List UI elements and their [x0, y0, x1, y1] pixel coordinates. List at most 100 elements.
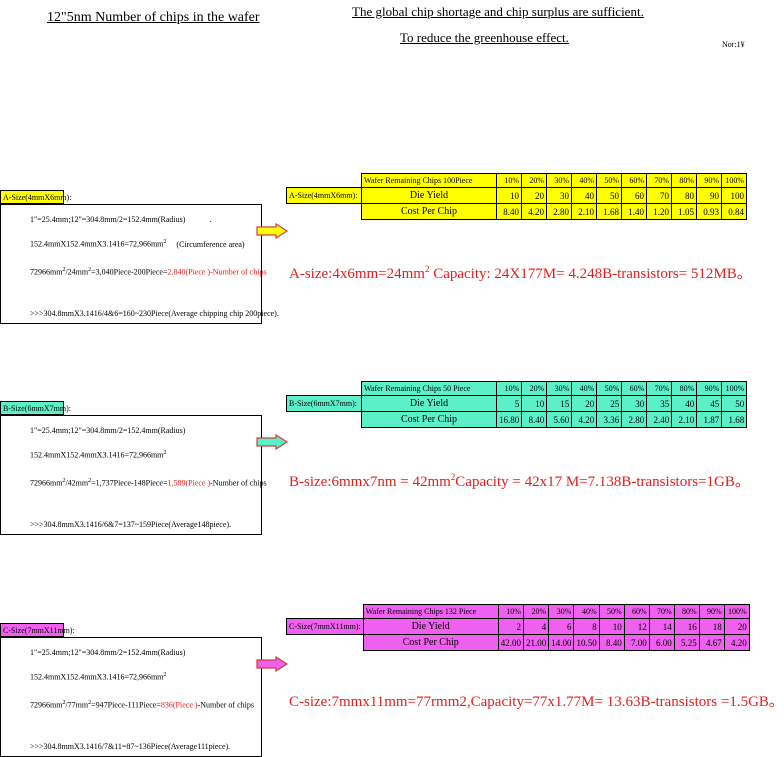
cost-per-chip-label: Cost Per Chip [361, 203, 497, 220]
subtitle-line1: The global chip shortage and chip surplu… [352, 4, 644, 19]
yield-cell: 100 [721, 187, 747, 204]
die-yield-label: Die Yield [361, 395, 497, 412]
percent-cell: 40% [571, 173, 597, 188]
cost-cell: 2.80 [621, 411, 648, 428]
cost-cell: 7.00 [623, 634, 650, 651]
cost-cell: 5.60 [546, 411, 573, 428]
cost-per-chip-label: Cost Per Chip [362, 634, 499, 651]
percent-cell: 50% [598, 604, 625, 619]
size-label-a: A-Size(4mmX6mm): [0, 190, 71, 204]
percent-cell: 50% [596, 173, 622, 188]
percent-cell: 50% [596, 381, 623, 396]
yield-cell: 10 [521, 395, 548, 412]
cost-cell: 0.84 [721, 203, 747, 220]
capacity-summary-a: A-size:4x6mm=24mm2 Capacity: 24X177M= 4.… [289, 264, 752, 282]
cost-cell: 8.40 [521, 411, 548, 428]
cost-cell: 42.00 [497, 634, 524, 651]
yield-cell: 6 [548, 618, 575, 635]
yield-cell: 80 [671, 187, 697, 204]
cost-cell: 1.20 [646, 203, 672, 220]
radius-line: 1"=25.4mm;12"=304.8mm/2=152.4mm(Radius) [30, 426, 186, 435]
size-label-c: C-Size(7mmX11mm): [0, 623, 75, 637]
yield-cell: 35 [646, 395, 673, 412]
yield-cell: 45 [696, 395, 723, 412]
cost-cell: 1.40 [621, 203, 647, 220]
cost-cell: 4.20 [571, 411, 598, 428]
calculation-box-a: 1"=25.4mm;12"=304.8mm/2=152.4mm(Radius) … [0, 204, 279, 324]
yield-cell: 50 [596, 187, 622, 204]
table-size-label: A-Size(4mmX6mm): [286, 187, 362, 204]
yield-cell: 90 [696, 187, 722, 204]
yield-cell: 18 [698, 618, 725, 635]
yield-cell: 20 [571, 395, 598, 412]
capacity-summary-c: C-size:7mmx11mm=77rmm2,Capacity=77x1.77M… [289, 694, 784, 710]
percent-cell: 10% [496, 173, 522, 188]
percent-cell: 90% [696, 381, 723, 396]
percent-cell: 60% [621, 173, 647, 188]
cost-cell: 1.05 [671, 203, 697, 220]
percent-cell: 20% [521, 381, 548, 396]
yield-cell: 10 [598, 618, 625, 635]
percent-cell: 30% [548, 604, 575, 619]
percent-cell: 100% [721, 173, 747, 188]
yield-cell: 30 [546, 187, 572, 204]
table-size-label: C-Size(7mmX11mm): [286, 618, 364, 635]
capacity-summary-b: B-size:6mmx7nm = 42mm2Capacity = 42x17 M… [289, 472, 750, 490]
size-label-b: B-Size(6mmX7mm): [0, 401, 71, 415]
percent-cell: 80% [673, 604, 700, 619]
percent-cell: 60% [623, 604, 650, 619]
yield-cell: 30 [621, 395, 648, 412]
cost-cell: 21.00 [522, 634, 550, 651]
average-line: >>>304.8mmX3.1416/4&6=160~230Piece(Avera… [30, 309, 279, 318]
cost-cell: 1.87 [696, 411, 723, 428]
percent-cell: 40% [571, 381, 598, 396]
table-header: Wafer Remaining Chips 50 Piece [361, 381, 497, 396]
percent-cell: 70% [646, 173, 672, 188]
percent-cell: 90% [696, 173, 722, 188]
yield-cell: 5 [495, 395, 523, 412]
cost-per-chip-label: Cost Per Chip [361, 411, 497, 428]
percent-cell: 30% [546, 173, 572, 188]
percent-cell: 70% [648, 604, 675, 619]
cost-cell: 1.68 [721, 411, 748, 428]
page-note: Nor:1¥ [722, 40, 745, 49]
arrow-right-icon [256, 222, 289, 240]
chips-line: 72966mm2/24mm2=3,040Piece-200Piece=2,840… [30, 267, 267, 277]
arrow-right-icon [256, 655, 289, 673]
calculation-box-b: 1"=25.4mm;12"=304.8mm/2=152.4mm(Radius) … [0, 415, 267, 535]
percent-cell: 40% [573, 604, 600, 619]
die-yield-label: Die Yield [362, 618, 499, 635]
cost-cell: 5.25 [673, 634, 700, 651]
percent-cell: 80% [671, 173, 697, 188]
radius-line: 1"=25.4mm;12"=304.8mm/2=152.4mm(Radius) [30, 648, 186, 657]
cost-cell: 0.93 [696, 203, 722, 220]
yield-cell: 4 [522, 618, 550, 635]
cost-cell: 2.10 [671, 411, 698, 428]
page-title: 12"5nm Number of chips in the wafer [47, 10, 260, 25]
cost-cell: 10.50 [573, 634, 600, 651]
chips-line: 72966mm2/77mm2=947Piece-111Piece=836(Pie… [30, 700, 254, 710]
cost-cell: 14.00 [548, 634, 575, 651]
percent-cell: 10% [495, 381, 523, 396]
percent-cell: 20% [522, 604, 550, 619]
yield-cell: 20 [723, 618, 750, 635]
percent-cell: 60% [621, 381, 648, 396]
yield-cell: 10 [496, 187, 522, 204]
area-line: 152.4mmX152.4mmX3.1416=72,966mm2 [30, 450, 167, 460]
cost-cell: 4.20 [723, 634, 750, 651]
cost-cell: 16.80 [495, 411, 523, 428]
chips-line: 72966mm2/42mm2=1,737Piece-148Piece=1,589… [30, 478, 267, 488]
cost-cell: 2.40 [646, 411, 673, 428]
yield-cell: 14 [648, 618, 675, 635]
area-line: 152.4mmX152.4mmX3.1416=72,966mm2 (Circum… [30, 239, 245, 249]
cost-cell: 4.67 [698, 634, 725, 651]
cost-cell: 4.20 [521, 203, 547, 220]
yield-cell: 25 [596, 395, 623, 412]
percent-cell: 100% [721, 381, 748, 396]
table-size-label: B-Size(6mmX7mm): [286, 395, 362, 412]
percent-cell: 20% [521, 173, 547, 188]
cost-cell: 1.68 [596, 203, 622, 220]
percent-cell: 90% [698, 604, 725, 619]
